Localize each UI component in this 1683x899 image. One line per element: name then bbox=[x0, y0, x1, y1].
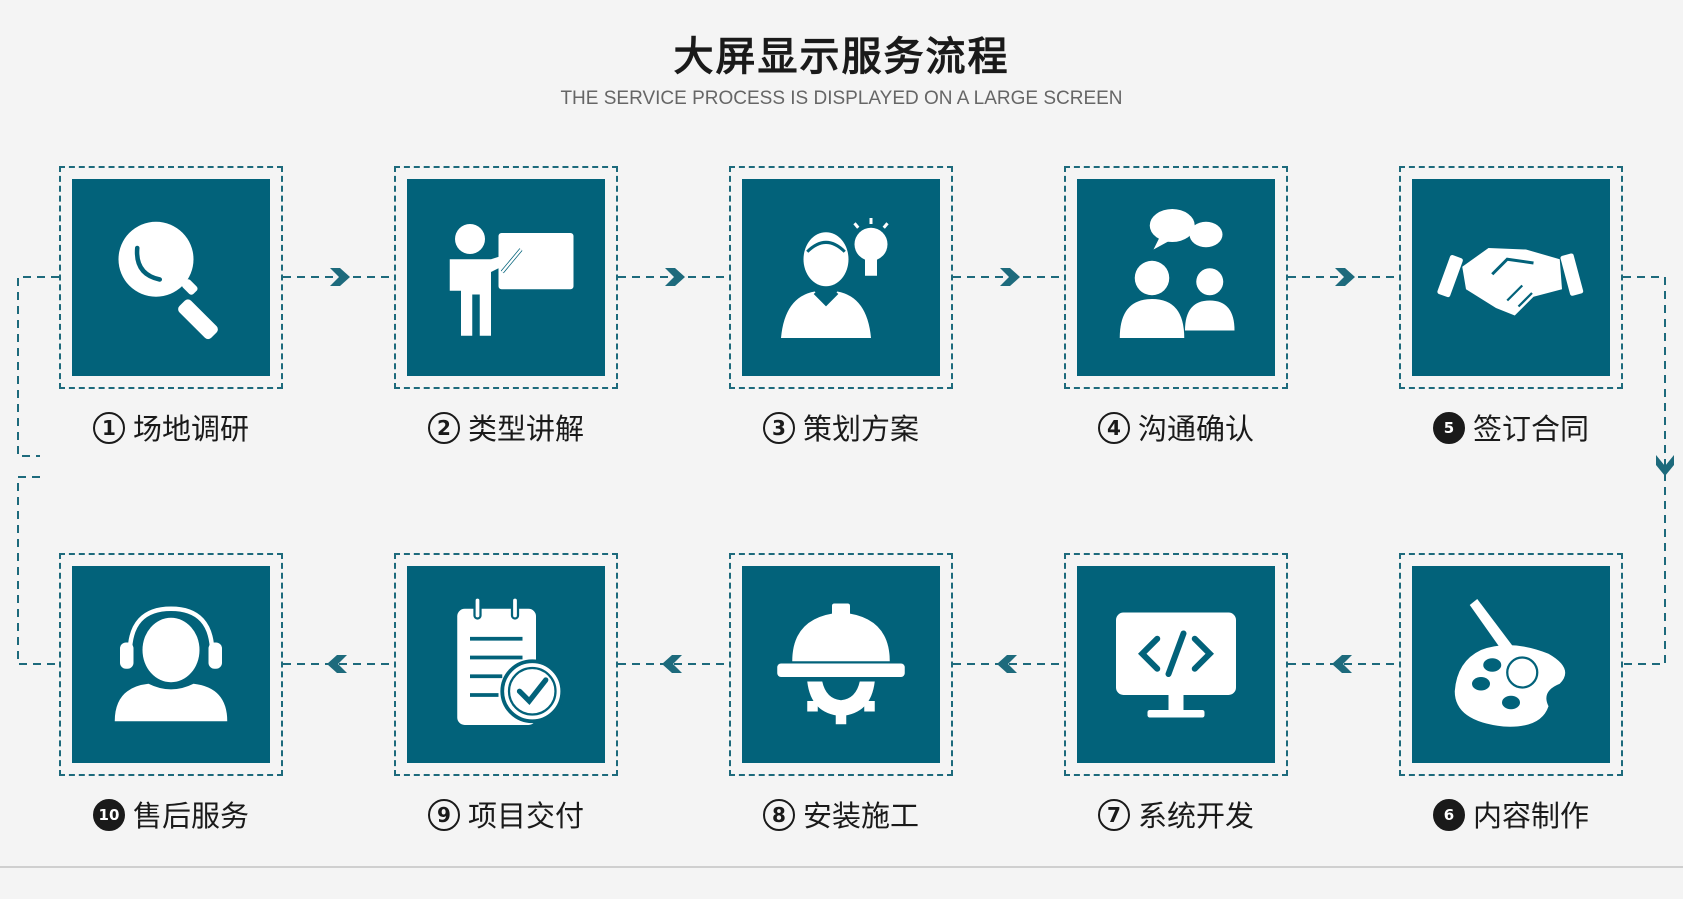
step-label: 类型讲解 bbox=[467, 412, 584, 446]
step-number-badge: 2 bbox=[427, 412, 460, 444]
page-title: 大屏显示服务流程 bbox=[673, 34, 1010, 80]
page-subtitle: THE SERVICE PROCESS IS DISPLAYED ON A LA… bbox=[560, 88, 1123, 109]
chevrons bbox=[327, 268, 1674, 673]
headset-icon bbox=[114, 605, 228, 721]
chevron-right-icon bbox=[330, 268, 350, 286]
chevron-left-icon bbox=[327, 655, 347, 673]
idea-person-icon bbox=[781, 217, 889, 338]
step-label: 场地调研 bbox=[132, 412, 249, 446]
chevron-down-icon bbox=[1656, 455, 1674, 476]
step-label: 安装施工 bbox=[802, 799, 919, 833]
step-label: 售后服务 bbox=[132, 799, 249, 833]
chevron-right-icon bbox=[1000, 268, 1020, 286]
step-number-badge: 6 bbox=[1432, 799, 1465, 831]
step-number-badge: 9 bbox=[427, 799, 460, 831]
step-number-badge: 8 bbox=[762, 799, 795, 831]
bottom-divider bbox=[0, 866, 1683, 868]
magnifier-icon bbox=[118, 221, 218, 339]
helmet-gear-icon bbox=[777, 603, 905, 724]
palette-icon bbox=[1454, 598, 1566, 727]
step-number-badge: 7 bbox=[1097, 799, 1130, 831]
chevron-right-icon bbox=[1335, 268, 1355, 286]
handshake-icon bbox=[1437, 247, 1584, 315]
chat-people-icon bbox=[1119, 208, 1235, 338]
step-label: 沟通确认 bbox=[1137, 412, 1254, 446]
chevron-left-icon bbox=[1332, 655, 1352, 673]
chevron-right-icon bbox=[665, 268, 685, 286]
step-label: 项目交付 bbox=[467, 799, 584, 833]
step-label: 内容制作 bbox=[1472, 799, 1589, 833]
code-monitor-icon bbox=[1116, 612, 1236, 717]
presentation-icon bbox=[449, 223, 574, 336]
step-label: 系统开发 bbox=[1137, 799, 1254, 833]
step-label: 签订合同 bbox=[1472, 412, 1589, 446]
chevron-left-icon bbox=[997, 655, 1017, 673]
step-number-badge: 5 bbox=[1432, 412, 1465, 444]
checklist-icon bbox=[457, 595, 565, 725]
step-label: 策划方案 bbox=[802, 412, 919, 446]
step-number-badge: 10 bbox=[92, 799, 125, 831]
chevron-left-icon bbox=[662, 655, 682, 673]
step-number-badge: 3 bbox=[762, 412, 795, 444]
step-number-badge: 1 bbox=[92, 412, 125, 444]
step-number-badge: 4 bbox=[1097, 412, 1130, 444]
